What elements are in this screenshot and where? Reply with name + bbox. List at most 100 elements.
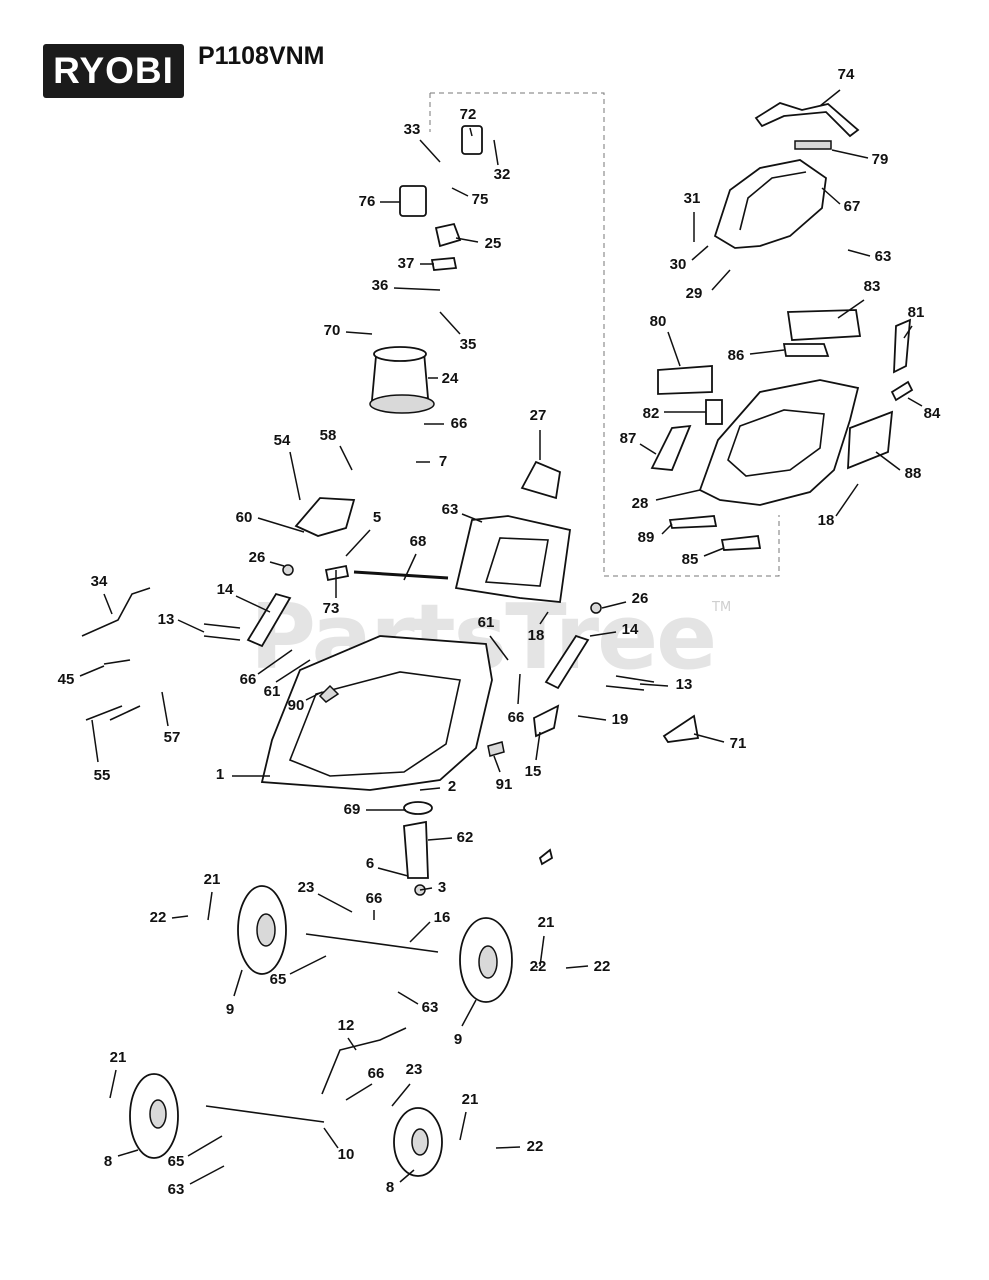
leader-line-79: [831, 149, 869, 159]
leader-line-89: [661, 523, 673, 535]
label-89: [668, 515, 718, 529]
leader-line-90: [305, 691, 323, 701]
callout-6: 6: [366, 855, 374, 872]
leader-line-60: [257, 517, 305, 533]
upper-cover-detail: [739, 171, 807, 231]
model-number: P1108VNM: [198, 42, 325, 70]
leader-line-54: [289, 451, 301, 501]
leader-line-81: [903, 325, 913, 339]
leader-line-36: [393, 287, 441, 291]
lid-detail: [484, 537, 549, 587]
callout-66: 66: [451, 415, 468, 432]
leader-line-68: [403, 553, 417, 581]
callout-61: 61: [478, 614, 495, 631]
switch-part: [461, 125, 483, 155]
leader-line-65: [187, 1135, 223, 1157]
upper-cover-part: [713, 159, 827, 249]
callout-69: 69: [344, 801, 361, 818]
callout-74: 74: [838, 66, 855, 83]
blade-part: [403, 820, 429, 879]
leader-line-62: [427, 837, 453, 841]
leader-line-45: [79, 665, 105, 677]
callout-12: 12: [338, 1017, 355, 1034]
callout-21: 21: [462, 1091, 479, 1108]
brand-label: RYOBI: [53, 50, 174, 91]
callout-60: 60: [236, 509, 253, 526]
leader-line-18: [539, 611, 549, 625]
callout-27: 27: [530, 407, 547, 424]
leader-line-28: [655, 489, 701, 501]
ryobi-logo: RYOBI: [43, 44, 184, 98]
label-85: [720, 535, 762, 551]
leader-line-21: [459, 1111, 467, 1141]
leader-line-21: [207, 891, 213, 921]
bolt-13: [203, 623, 241, 629]
leader-line-88: [875, 451, 901, 471]
label-part: [794, 140, 832, 150]
leader-line-35: [439, 311, 461, 335]
callout-54: 54: [274, 432, 291, 449]
label-88: [847, 410, 894, 470]
leader-line-84: [907, 397, 923, 407]
callout-88: 88: [905, 465, 922, 482]
callout-19: 19: [612, 711, 629, 728]
callout-23: 23: [298, 879, 315, 896]
flap-part: [520, 460, 561, 500]
front-axle-part: [305, 933, 439, 953]
callout-80: 80: [650, 313, 667, 330]
knob-26: [282, 564, 294, 576]
callout-83: 83: [864, 278, 881, 295]
leader-line-67: [821, 187, 841, 205]
foam-90: [318, 684, 340, 703]
callout-90: 90: [288, 697, 305, 714]
leader-line-14: [235, 595, 271, 613]
callout-9: 9: [226, 1001, 234, 1018]
label-86: [782, 343, 830, 357]
callout-13: 13: [676, 676, 693, 693]
leader-line-63: [461, 513, 483, 523]
leader-line-21: [539, 935, 545, 967]
callout-66: 66: [240, 671, 257, 688]
bolt-13: [605, 685, 645, 691]
callout-23: 23: [406, 1061, 423, 1078]
rear-axle-part: [205, 1105, 325, 1123]
leader-line-15: [535, 731, 541, 761]
leader-line-5: [345, 529, 371, 557]
leader-line-32: [493, 139, 499, 166]
callout-79: 79: [872, 151, 889, 168]
callout-63: 63: [875, 248, 892, 265]
callout-84: 84: [924, 405, 941, 422]
leader-line-25: [455, 237, 479, 243]
leader-line-13: [639, 683, 669, 687]
callout-55: 55: [94, 767, 111, 784]
leader-line-70: [345, 331, 373, 335]
leader-line-14: [589, 631, 617, 637]
switch-housing-part: [399, 185, 427, 217]
callout-22: 22: [594, 958, 611, 975]
battery-compartment-detail: [727, 409, 825, 477]
callout-82: 82: [643, 405, 660, 422]
callout-14: 14: [217, 581, 234, 598]
leader-line-65: [289, 955, 327, 975]
callout-72: 72: [460, 106, 477, 123]
leader-line-22: [565, 965, 589, 969]
callout-15: 15: [525, 763, 542, 780]
bolt-13: [203, 635, 241, 641]
leader-line-21: [109, 1069, 117, 1099]
leader-line-61: [489, 635, 509, 661]
circuit-board-part: [294, 497, 356, 537]
leader-line-63: [847, 249, 871, 257]
callout-61: 61: [264, 683, 281, 700]
callout-66: 66: [368, 1065, 385, 1082]
callout-3: 3: [438, 879, 446, 896]
leader-line-86: [749, 349, 785, 355]
callout-85: 85: [682, 551, 699, 568]
callout-66: 66: [366, 890, 383, 907]
leader-line-66: [345, 1083, 373, 1101]
label-81: [893, 318, 912, 374]
callout-63: 63: [168, 1181, 185, 1198]
leader-line-8: [117, 1149, 139, 1157]
callout-76: 76: [359, 193, 376, 210]
callout-2: 2: [448, 778, 456, 795]
